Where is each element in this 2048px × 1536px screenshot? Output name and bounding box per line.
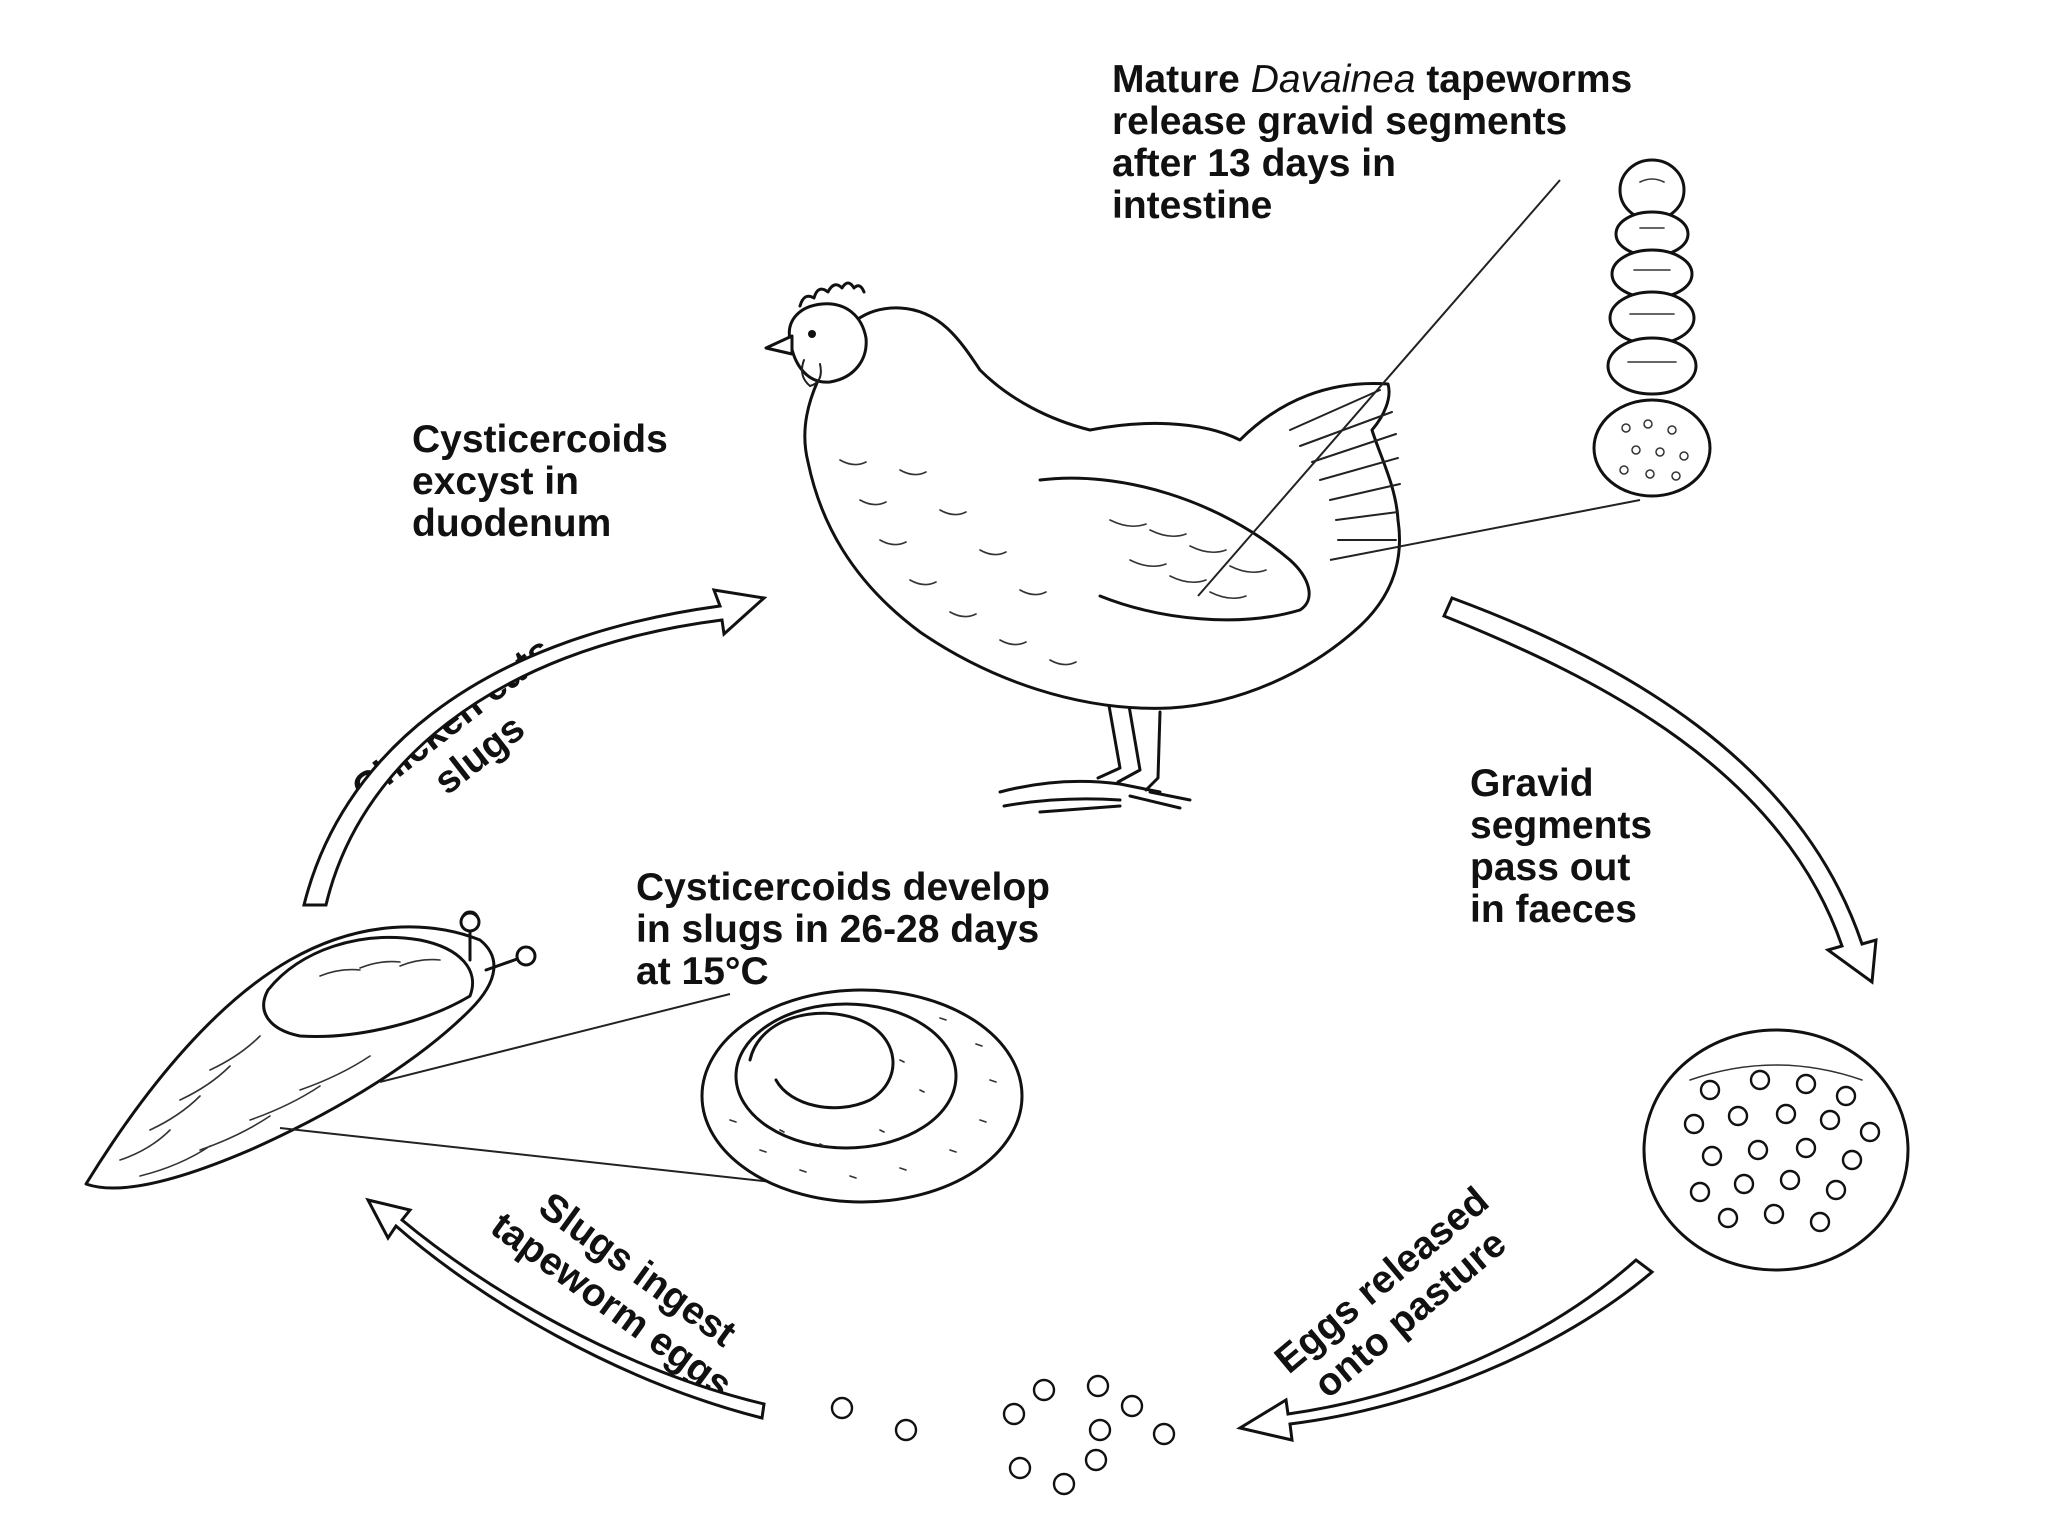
slug-tentacle-tip-2 [515, 945, 537, 967]
chicken-breast-feathers [839, 459, 1077, 666]
arrow-chicken-to-segment [1441, 596, 1878, 985]
label-eggs-released: Eggs released onto pasture [1267, 1179, 1515, 1407]
label-mature-line1-post: tapeworms [1415, 58, 1632, 101]
chicken-leg-right [1144, 710, 1162, 792]
label-mature-line2: release gravid segments [1112, 100, 1567, 143]
slug-mantle [262, 936, 474, 1038]
slug-texture [119, 958, 441, 1177]
leader-chicken-to-tapeworm [1197, 179, 1561, 597]
tapeworm-segment-4 [1606, 336, 1698, 396]
tapeworm-segment-3 [1608, 290, 1696, 346]
label-excyst-line2: excyst in [412, 460, 579, 503]
gravid-segment-outline [1642, 1028, 1910, 1272]
chicken-legs [1096, 698, 1142, 784]
gravid-segment-membrane [1689, 1064, 1863, 1081]
arrow-eggs-to-slug [365, 1197, 766, 1420]
label-gravid-line4: in faeces [1470, 888, 1637, 931]
chicken-beak [764, 334, 794, 356]
cyst-inner-wall [734, 1002, 958, 1150]
chicken-body [803, 306, 1401, 710]
label-develop-line2: in slugs in 26-28 days [636, 908, 1039, 951]
label-gravid-line3: pass out [1470, 846, 1630, 889]
gravid-segment-eggs [1683, 1069, 1881, 1233]
label-develop-line3: at 15°C [636, 950, 769, 993]
label-gravid-line1: Gravid [1470, 762, 1594, 805]
chicken-feet [998, 779, 1192, 814]
chicken-head [787, 302, 868, 384]
tapeworm-gravid-eggs [1619, 419, 1689, 481]
cyst-scolex [748, 1011, 895, 1110]
slug-illustration [84, 910, 791, 1190]
tapeworm-gravid-segment [1592, 398, 1712, 498]
cyst-stipple [729, 1017, 997, 1179]
label-gravid-segments: Gravid segments pass out in faeces [1470, 762, 1652, 931]
chicken-illustration [764, 179, 1641, 814]
slug-tentacle-tip-1 [459, 911, 481, 933]
gravid-segment-large [1642, 1028, 1910, 1272]
leader-slug-to-cyst-top [379, 993, 731, 1083]
label-excyst-line3: duodenum [412, 502, 611, 545]
label-excyst-line1: Cysticercoids [412, 418, 668, 461]
label-gravid-line2: segments [1470, 804, 1652, 847]
chicken-wing-feathers [1109, 519, 1267, 600]
label-mature-tapeworms: Mature Davainea tapeworms release gravid… [1112, 58, 1632, 227]
label-develop: Cysticercoids develop in slugs in 26-28 … [636, 866, 1050, 993]
chicken-tail-feathers [1289, 389, 1401, 541]
arrow-slug-to-chicken [302, 588, 768, 907]
chicken-wattle [801, 359, 822, 388]
label-mature-line1-genus: Davainea [1251, 58, 1416, 101]
chicken-wing [1038, 476, 1311, 622]
label-develop-line1: Cysticercoids develop [636, 866, 1050, 909]
cysticercoid-illustration [700, 988, 1024, 1204]
pasture-eggs [830, 1374, 1176, 1496]
label-mature-line4: intestine [1112, 184, 1272, 227]
label-mature-line1-pre: Mature [1112, 58, 1251, 101]
chicken-eye [808, 330, 816, 338]
tapeworm-segment-lines [1627, 178, 1677, 363]
label-mature-line3: after 13 days in [1112, 142, 1396, 185]
arrow-segment-to-eggs [1236, 1258, 1655, 1442]
chicken-comb [798, 281, 866, 308]
svg-text:Mature Davainea tapeworms: Mature Davainea tapeworms [1112, 58, 1632, 101]
leader-chicken-to-segment [1329, 499, 1641, 561]
tapeworm-strobila [1592, 158, 1712, 498]
leader-slug-to-cyst-bottom [279, 1127, 791, 1185]
label-excyst: Cysticercoids excyst in duodenum [412, 418, 668, 545]
